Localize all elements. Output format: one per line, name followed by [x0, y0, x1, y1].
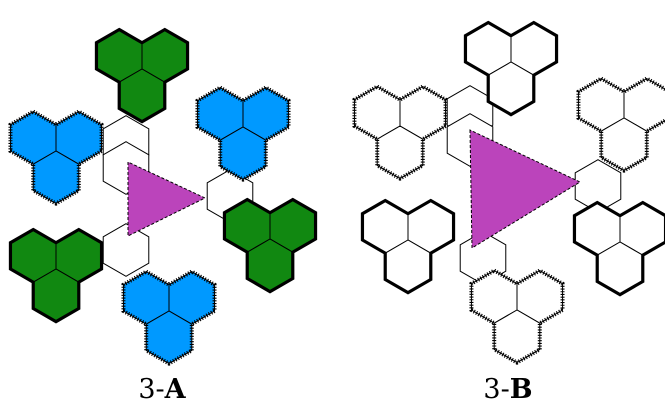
cluster-outline-top	[463, 20, 559, 117]
cluster-blue-bottom	[121, 269, 217, 366]
cluster-blue-topright	[195, 85, 291, 182]
cluster-hatch-topright	[576, 76, 665, 173]
caption-3A: 3-A	[138, 374, 186, 405]
cluster-border-hatched	[8, 109, 104, 206]
cluster-border	[360, 198, 456, 295]
cluster-outline-right	[572, 200, 665, 297]
central-triangle	[127, 161, 207, 237]
cluster-border-hatched	[469, 268, 565, 365]
cluster-border	[463, 20, 559, 117]
cluster-border-hatched	[195, 85, 291, 182]
cluster-border-hatched	[352, 84, 448, 181]
caption-3B-prefix: 3-	[483, 374, 509, 405]
cluster-blue-left	[8, 109, 104, 206]
central-triangle	[469, 129, 582, 249]
cluster-border-hatched	[576, 76, 665, 173]
cluster-outline-left	[360, 198, 456, 295]
cluster-hatch-left	[352, 84, 448, 181]
caption-3B: 3-B	[483, 374, 532, 405]
caption-3A-prefix: 3-	[138, 374, 164, 405]
cluster-border	[222, 197, 318, 294]
caption-3B-letter: B	[510, 374, 533, 405]
panel-3B	[352, 20, 665, 365]
cluster-hatch-bottom	[469, 268, 565, 365]
cluster-green-right	[222, 197, 318, 294]
cluster-border	[94, 27, 190, 124]
cluster-green-top	[94, 27, 190, 124]
cluster-border	[572, 200, 665, 297]
connector-hex	[102, 223, 150, 277]
caption-3A-letter: A	[164, 374, 187, 405]
cluster-border-hatched	[121, 269, 217, 366]
cluster-green-bottomleft	[8, 227, 104, 324]
cluster-border	[8, 227, 104, 324]
panel-3A	[8, 27, 318, 366]
